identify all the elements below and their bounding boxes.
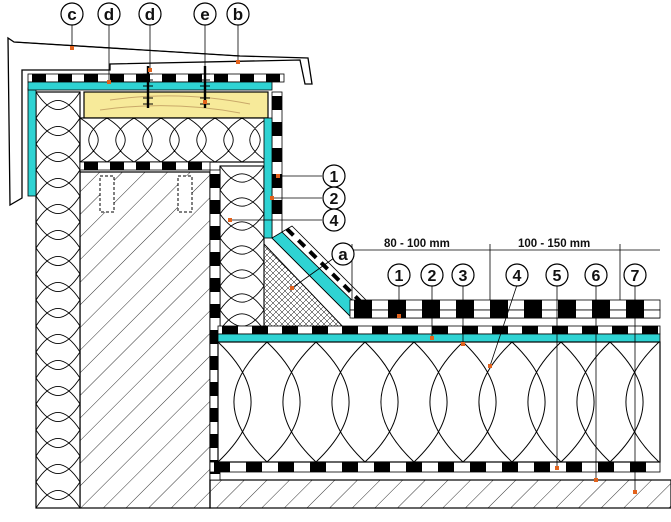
callout-u1-label: 1 [330, 169, 339, 186]
callout-r1-label: 1 [395, 268, 404, 285]
callout-d1-label: d [104, 5, 114, 24]
dimension-label-2: 100 - 150 mm [518, 238, 590, 250]
callout-roof-2: 2 [420, 263, 444, 287]
callout-roof-4: 4 [505, 263, 529, 287]
parapet-insulation [79, 117, 269, 163]
callout-d2-label: d [145, 5, 155, 24]
callout-r3-label: 3 [459, 268, 468, 285]
callout-r5-label: 5 [553, 268, 562, 285]
upstand-vertical-layers [209, 91, 283, 481]
callout-roof-5: 5 [545, 263, 569, 287]
facade-insulation [35, 91, 81, 509]
callout-roof-7: 7 [623, 263, 647, 287]
callout-r4-label: 4 [513, 268, 522, 285]
timber-plank [83, 91, 269, 119]
chamfer-fillet [263, 225, 371, 331]
callout-upstand-4: 4 [322, 208, 346, 232]
callout-e: e [193, 2, 217, 26]
leader-dots [70, 46, 637, 494]
dimension-label-1: 80 - 100 mm [384, 238, 450, 250]
callout-u2-label: 2 [330, 191, 339, 208]
callout-r7-label: 7 [631, 268, 640, 285]
callout-b-label: b [233, 5, 243, 24]
coping-flashing [7, 36, 313, 207]
callout-r2-label: 2 [428, 268, 437, 285]
callout-r6-label: 6 [592, 268, 601, 285]
callout-roof-3: 3 [451, 263, 475, 287]
parapet-membrane [27, 73, 285, 83]
callout-b: b [226, 2, 250, 26]
concrete-wall [79, 171, 211, 509]
callout-upstand-1: 1 [322, 164, 346, 188]
callout-e-label: e [200, 5, 209, 24]
callout-d-2: d [138, 2, 162, 26]
dimension-lines: 80 - 100 mm 100 - 150 mm [351, 238, 660, 300]
callout-a-label: a [338, 245, 348, 264]
callout-u4-label: 4 [330, 213, 339, 230]
callout-c: c [60, 2, 84, 26]
callout-c-label: c [67, 5, 76, 24]
callout-upstand-2: 2 [322, 186, 346, 210]
callout-roof-1: 1 [387, 263, 411, 287]
upstand-insulation [219, 165, 265, 331]
callout-d-1: d [97, 2, 121, 26]
facade-cyan-layer [27, 87, 37, 197]
roof-layers [209, 299, 661, 473]
roof-insulation [217, 341, 661, 463]
leader-lines [71, 25, 636, 492]
callout-roof-6: 6 [584, 263, 608, 287]
anchor-dowels [99, 175, 193, 213]
concrete-slab [209, 479, 671, 509]
callout-a: a [331, 242, 355, 266]
